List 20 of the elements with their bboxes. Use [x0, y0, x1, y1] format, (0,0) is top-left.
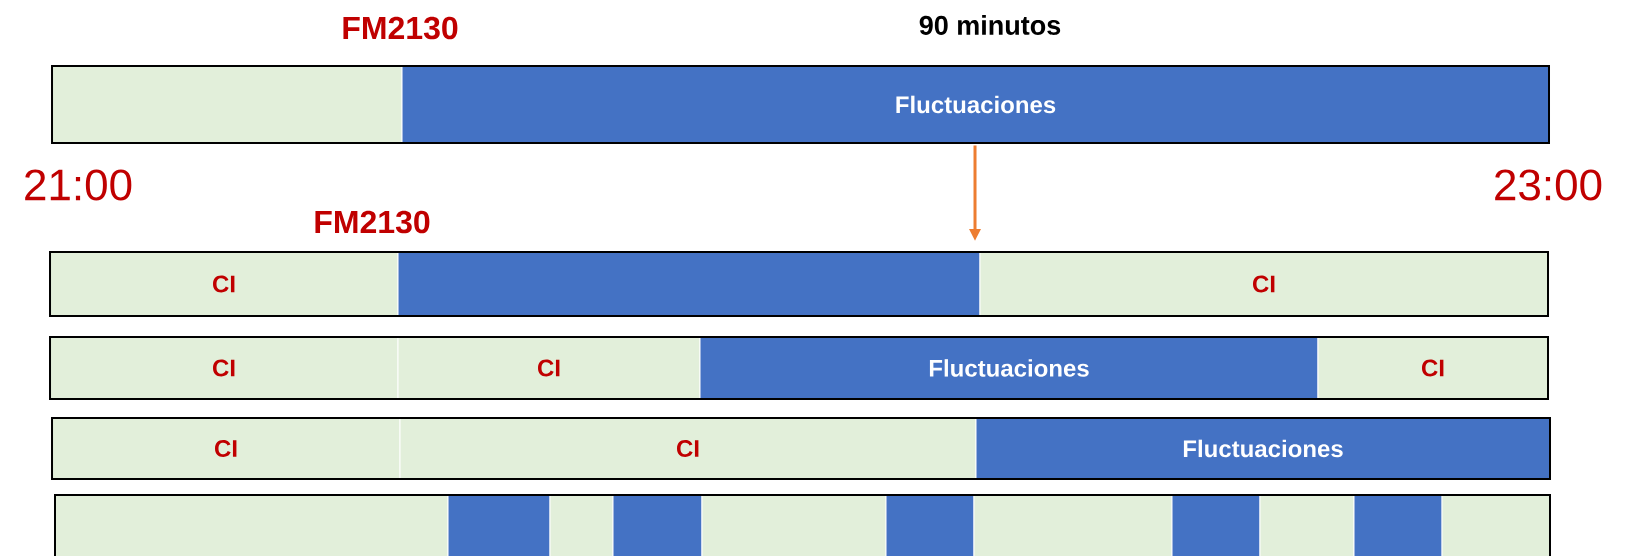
time-label: 21:00	[25, 169, 132, 201]
timeline-segment: Fluctuaciones	[401, 65, 1550, 144]
timeline-bar	[49, 336, 1549, 400]
timeline-segment: CI	[51, 417, 401, 480]
timeline-bar	[54, 494, 1551, 556]
marker-label: FM2130	[343, 16, 458, 40]
timeline-segment: Fluctuaciones	[699, 336, 1319, 400]
timeline-bar	[51, 65, 1550, 144]
timeline-segment: Fluctuaciones	[975, 417, 1551, 480]
timeline-segment: CI	[397, 336, 701, 400]
timeline-segment: CI	[49, 336, 399, 400]
timeline-segment: CI	[49, 251, 399, 317]
timeline-segment: CI	[1317, 336, 1549, 400]
timeline-segment: CI	[979, 251, 1549, 317]
timeline-segment: CI	[399, 417, 977, 480]
timeline-bar	[49, 251, 1549, 317]
marker-label: FM2130	[315, 210, 430, 234]
time-label: 23:00	[1495, 169, 1602, 201]
timeline-bar	[51, 417, 1551, 480]
duration-label: 90 minutos	[919, 15, 1061, 35]
